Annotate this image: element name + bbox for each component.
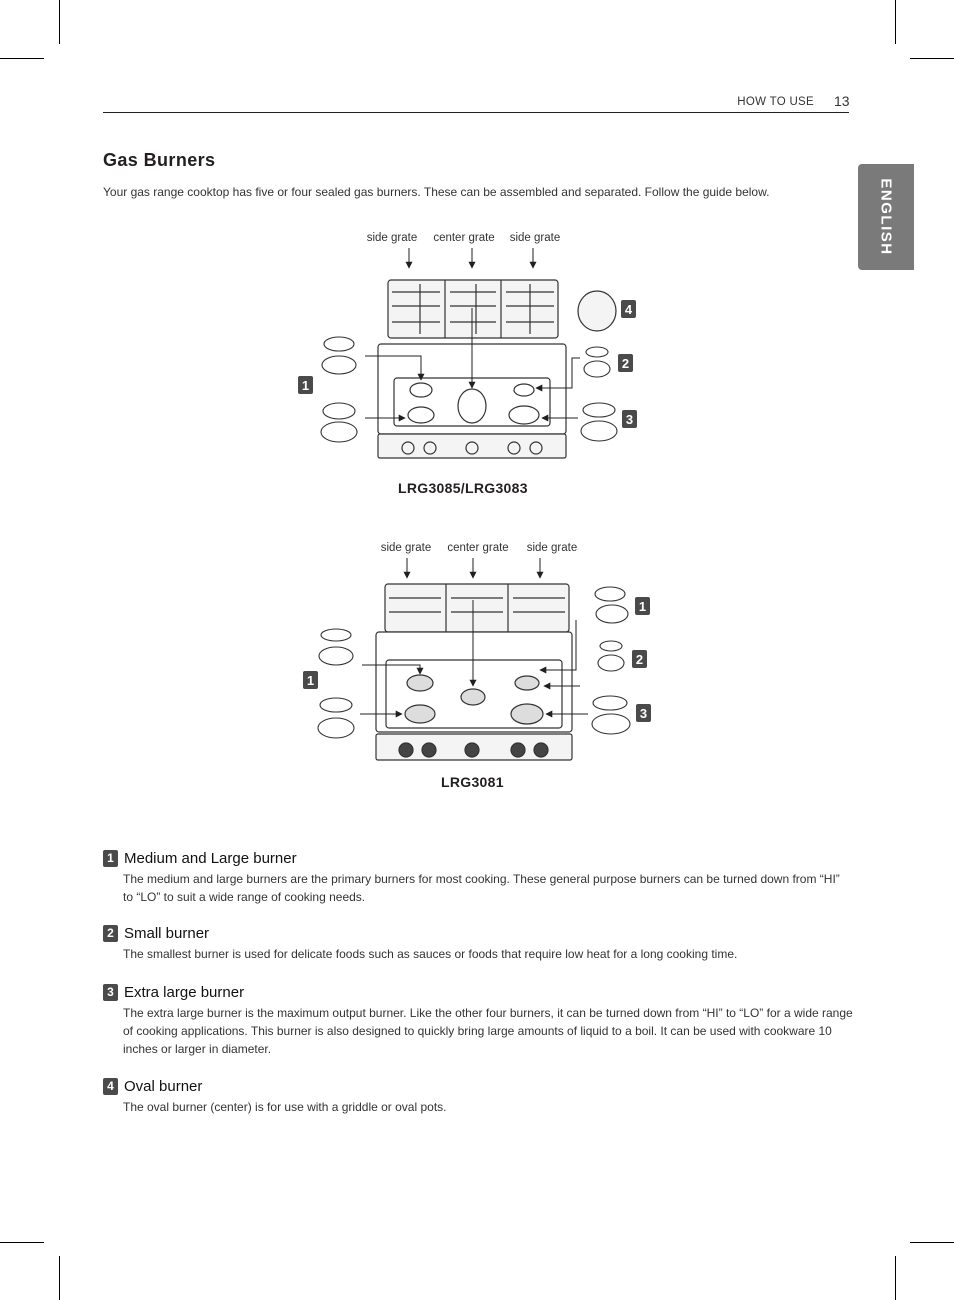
badge-3-label: 3: [640, 706, 647, 721]
badge-1-label: 1: [302, 378, 309, 393]
badge-2: [618, 354, 633, 372]
grate-label-left: side grate: [367, 232, 418, 244]
crop-mark: [0, 58, 44, 59]
item-title: Small burner: [124, 924, 210, 942]
intro-text: Your gas range cooktop has five or four …: [103, 185, 770, 199]
legend-item-extra-large: 3 Extra large burner The extra large bur…: [103, 983, 853, 1058]
badge-4: [621, 300, 636, 318]
crop-mark: [895, 0, 896, 44]
crop-mark: [59, 1256, 60, 1300]
loose-burners-left: [320, 336, 358, 443]
badge-2: [632, 650, 647, 668]
language-tab: ENGLISH: [858, 164, 914, 270]
crop-mark: [895, 1256, 896, 1300]
badge-2-label: 2: [622, 356, 629, 371]
grates: [384, 583, 570, 633]
item-badge: 4: [103, 1077, 118, 1095]
badge-1: [298, 376, 313, 394]
badge-1-left: [303, 671, 318, 689]
crop-mark: [910, 58, 954, 59]
grates: [387, 279, 559, 339]
grate-label-right: side grate: [527, 542, 578, 554]
page-title: Gas Burners: [103, 150, 216, 170]
item-title: Medium and Large burner: [124, 849, 297, 867]
item-desc: The medium and large burners are the pri…: [123, 872, 840, 904]
badge-3: [636, 704, 651, 722]
grate-label-left: side grate: [381, 542, 432, 554]
badge-4-label: 4: [625, 302, 633, 317]
badge-3-label: 3: [626, 412, 633, 427]
crop-mark: [0, 1242, 44, 1243]
oval-burner-part: [577, 290, 617, 332]
diagram-lrg3085: side grate center grate side grate 4: [298, 232, 637, 459]
item-desc: The extra large burner is the maximum ou…: [123, 1006, 853, 1056]
loose-burners-right: [580, 346, 618, 442]
section-label: HOW TO USE: [737, 96, 814, 108]
badge-1-left-label: 1: [307, 673, 314, 688]
crop-mark: [59, 0, 60, 44]
item-badge: 1: [103, 849, 118, 867]
legend-item-medium-large: 1 Medium and Large burner The medium and…: [103, 849, 853, 906]
item-badge: 2: [103, 924, 118, 942]
grate-label-center: center grate: [447, 542, 508, 554]
grate-label-center: center grate: [433, 232, 494, 244]
badge-3: [622, 410, 637, 428]
badge-1-right: [635, 597, 650, 615]
cooktop-diagrams: side grate center grate side grate 4: [298, 232, 651, 761]
range-body: [375, 631, 573, 761]
page-number: 13: [834, 93, 850, 109]
badge-2-label: 2: [636, 652, 643, 667]
model-label-2: LRG3081: [441, 774, 504, 790]
range-body: [377, 343, 567, 459]
crop-mark: [910, 1242, 954, 1243]
diagram-lrg3081: side grate center grate side grate: [303, 542, 651, 761]
model-label-1: LRG3085/LRG3083: [398, 480, 528, 496]
header-rule: [103, 112, 849, 113]
loose-burners-left: [317, 628, 355, 739]
badge-1-right-label: 1: [639, 599, 646, 614]
item-badge: 3: [103, 983, 118, 1001]
legend-item-small: 2 Small burner The smallest burner is us…: [103, 924, 853, 963]
item-title: Oval burner: [124, 1077, 203, 1095]
grate-label-right: side grate: [510, 232, 561, 244]
loose-burners-right: [591, 586, 631, 735]
legend-item-oval: 4 Oval burner The oval burner (center) i…: [103, 1077, 853, 1116]
item-title: Extra large burner: [124, 983, 245, 1001]
item-desc: The oval burner (center) is for use with…: [123, 1100, 447, 1114]
item-desc: The smallest burner is used for delicate…: [123, 947, 738, 961]
